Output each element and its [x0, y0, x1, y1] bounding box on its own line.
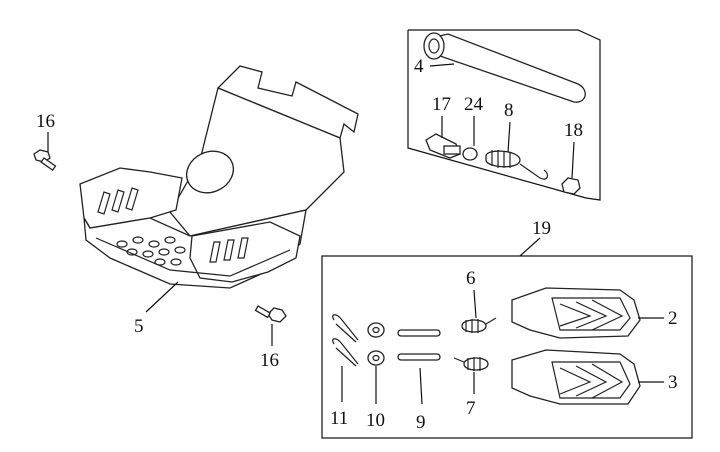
callout-17: 17: [432, 94, 451, 115]
callout-11: 11: [330, 408, 348, 429]
leader-lines: [47, 63, 664, 405]
bolt-part-16-lower: [254, 305, 287, 323]
callout-5: 5: [134, 316, 144, 337]
stand-spring-part: [485, 150, 549, 180]
stand-shaft-part: [423, 32, 586, 103]
callout-3: 3: [668, 372, 678, 393]
callout-16-lower: 16: [260, 350, 279, 371]
upper-parts-box: [407, 29, 601, 201]
footpeg-part-2: [511, 287, 641, 339]
callout-16-upper: 16: [36, 111, 55, 132]
callout-4: 4: [414, 56, 424, 77]
washer-part-24: [462, 147, 478, 161]
skid-plate-part: [79, 65, 359, 289]
callout-6: 6: [466, 268, 476, 289]
callout-10: 10: [366, 410, 385, 431]
callout-8: 8: [504, 100, 514, 121]
washer-part-10: [367, 322, 385, 366]
footpeg-pin-part: [397, 329, 441, 361]
callout-18: 18: [564, 120, 583, 141]
footpeg-part-3: [511, 349, 641, 405]
cotter-pin-part: [332, 314, 359, 367]
callout-19: 19: [532, 218, 551, 239]
callout-7: 7: [466, 398, 476, 419]
callout-24: 24: [464, 94, 484, 115]
pivot-bolt-part: [425, 133, 461, 159]
footpeg-parts-box: [321, 237, 693, 439]
bolt-part-16-upper: [33, 149, 57, 172]
callout-2: 2: [668, 308, 678, 329]
nut-part-18: [561, 177, 581, 195]
callout-9: 9: [416, 412, 426, 433]
footpeg-spring-part: [453, 317, 497, 371]
